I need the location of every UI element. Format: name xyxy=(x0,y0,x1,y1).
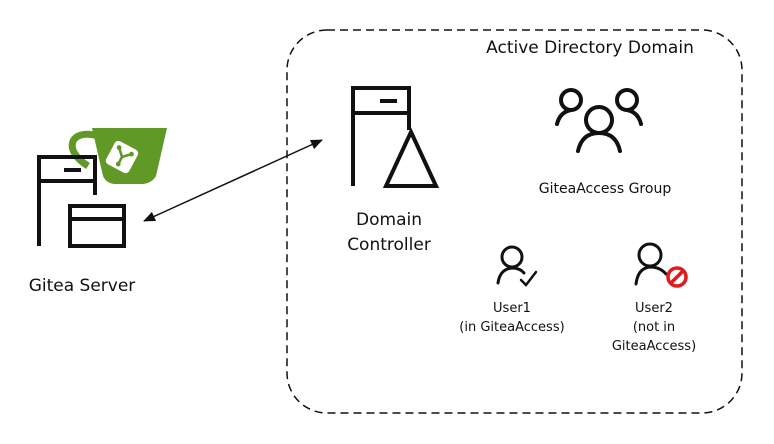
domain-controller-label-line2: Controller xyxy=(347,235,431,255)
user2-note-line2: GiteaAccess) xyxy=(612,339,696,354)
gitea-server-label: Gitea Server xyxy=(29,276,136,296)
domain-boundary xyxy=(286,29,743,414)
connection-arrow xyxy=(143,139,323,222)
user2-name: User2 xyxy=(635,301,673,316)
user-group-icon xyxy=(555,88,643,153)
user1-note: (in GiteaAccess) xyxy=(459,320,564,335)
server-triangle-icon xyxy=(351,86,440,188)
user-blocked-icon xyxy=(634,242,688,288)
domain-controller-label-line1: Domain xyxy=(356,210,422,230)
user-check-icon xyxy=(496,245,538,287)
user2-note-line1: (not in xyxy=(633,320,675,335)
group-label: GiteaAccess Group xyxy=(539,181,672,197)
server-window-icon xyxy=(37,155,126,248)
domain-title: Active Directory Domain xyxy=(486,38,694,58)
user1-name: User1 xyxy=(493,301,531,316)
